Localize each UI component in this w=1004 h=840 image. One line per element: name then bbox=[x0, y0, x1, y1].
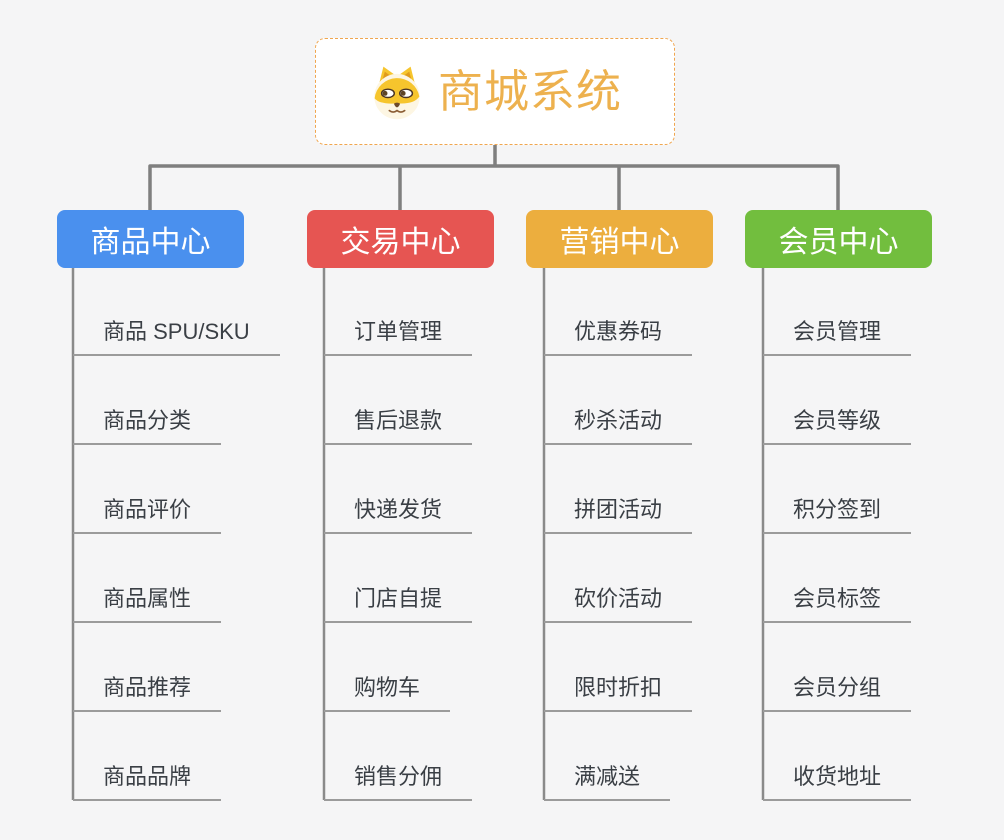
child-node[interactable]: 会员管理 bbox=[763, 319, 912, 356]
child-node[interactable]: 商品分类 bbox=[73, 408, 222, 445]
child-node[interactable]: 拼团活动 bbox=[544, 497, 693, 534]
child-node[interactable]: 商品品牌 bbox=[73, 764, 222, 801]
child-node[interactable]: 积分签到 bbox=[763, 497, 912, 534]
root-title: 商城系统 bbox=[437, 66, 622, 117]
branch-node-marketing-center[interactable]: 营销中心 bbox=[526, 210, 713, 268]
branch-node-product-center[interactable]: 商品中心 bbox=[57, 210, 244, 268]
dog-face-icon bbox=[374, 66, 420, 119]
child-node[interactable]: 会员等级 bbox=[763, 408, 912, 445]
child-node[interactable]: 销售分佣 bbox=[324, 764, 473, 801]
child-node[interactable]: 砍价活动 bbox=[544, 586, 693, 623]
child-node[interactable]: 商品属性 bbox=[73, 586, 222, 623]
child-node[interactable]: 售后退款 bbox=[324, 408, 473, 445]
child-node[interactable]: 快递发货 bbox=[324, 497, 473, 534]
child-node[interactable]: 商品评价 bbox=[73, 497, 222, 534]
root-node[interactable]: 商城系统 bbox=[315, 38, 675, 145]
child-node[interactable]: 优惠券码 bbox=[544, 319, 693, 356]
branch-node-member-center[interactable]: 会员中心 bbox=[745, 210, 932, 268]
child-node[interactable]: 订单管理 bbox=[324, 319, 473, 356]
child-node[interactable]: 收货地址 bbox=[763, 764, 912, 801]
child-node[interactable]: 会员标签 bbox=[763, 586, 912, 623]
child-node[interactable]: 限时折扣 bbox=[544, 675, 693, 712]
child-node[interactable]: 满减送 bbox=[544, 764, 671, 801]
child-node[interactable]: 秒杀活动 bbox=[544, 408, 693, 445]
child-node[interactable]: 商品 SPU/SKU bbox=[73, 319, 280, 356]
child-node[interactable]: 会员分组 bbox=[763, 675, 912, 712]
child-node[interactable]: 门店自提 bbox=[324, 586, 473, 623]
branch-node-trade-center[interactable]: 交易中心 bbox=[307, 210, 494, 268]
child-node[interactable]: 商品推荐 bbox=[73, 675, 222, 712]
child-node[interactable]: 购物车 bbox=[324, 675, 451, 712]
